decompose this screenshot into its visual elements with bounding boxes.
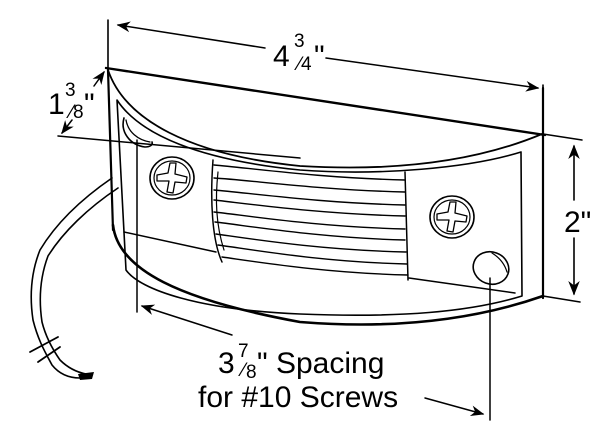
ribbed-lens bbox=[210, 159, 409, 281]
depth-whole: 1 bbox=[48, 88, 65, 121]
spacing-line2: for #10 Screws bbox=[198, 381, 398, 414]
depth-denominator: 8 bbox=[73, 102, 84, 123]
spacing-slash: ⁄ bbox=[238, 360, 248, 381]
spacing-line1-suffix: " Spacing bbox=[257, 347, 384, 380]
left-screw bbox=[149, 156, 195, 200]
dimension-screw-spacing: 3 7 ⁄ 8 " Spacing for #10 Screws bbox=[136, 139, 491, 421]
housing bbox=[104, 66, 581, 326]
depth-numerator: 3 bbox=[65, 80, 76, 101]
dimension-depth: 1 3 ⁄ 8 " bbox=[48, 70, 301, 159]
spacing-denominator: 8 bbox=[246, 362, 257, 383]
height-label: 2" bbox=[564, 206, 591, 239]
width-numerator: 3 bbox=[294, 31, 305, 52]
width-slash: ⁄ bbox=[294, 54, 304, 75]
lead-wire bbox=[29, 177, 119, 380]
dimension-width: 4 3 ⁄ 4 " bbox=[107, 19, 544, 135]
depth-slash: ⁄ bbox=[66, 102, 76, 123]
right-screw bbox=[429, 195, 475, 239]
width-whole: 4 bbox=[273, 40, 290, 73]
width-denominator: 4 bbox=[301, 54, 312, 75]
spacing-whole: 3 bbox=[218, 347, 235, 380]
spacing-numerator: 7 bbox=[238, 341, 249, 362]
mounting-hole-right bbox=[472, 250, 510, 286]
depth-unit: " bbox=[84, 88, 95, 121]
width-unit: " bbox=[314, 40, 325, 73]
dimension-height: 2" bbox=[542, 133, 591, 296]
